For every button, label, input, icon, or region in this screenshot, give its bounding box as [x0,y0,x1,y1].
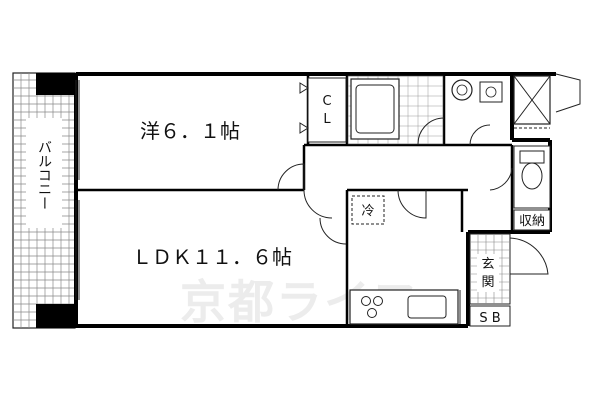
exterior-door [555,73,581,113]
inner-walls [76,74,514,326]
front-door [509,237,549,275]
stove-burner-1 [361,296,371,306]
washing-machine-icon [451,79,473,101]
entrance: 玄 関 S B [469,233,549,327]
toilet-tank [519,150,545,164]
balcony-label: バルコニー [36,140,52,210]
shoe-box-label: S B [479,311,500,326]
entrance-label-2: 関 [481,275,494,290]
bathtub-inner [355,84,395,134]
storage: 収納 [513,209,551,231]
ldk-door [303,189,333,219]
closet-label-c: C [322,94,331,109]
stove-burner-3 [367,308,377,318]
storage-label: 収納 [519,214,545,229]
closet-door-marker-lower [299,122,309,134]
washbasin [479,81,503,103]
closet-door-marker-upper [299,82,309,94]
doors [277,163,347,245]
western-room-label: 洋６．１帖 [140,119,240,143]
toilet-room [489,145,551,209]
western-room-door [277,163,305,191]
ldk-label: ＬＤＫ１１．６帖 [132,245,292,269]
balcony: バルコニー [12,72,76,329]
bathroom [347,75,445,145]
column-bottom-left [36,304,76,328]
column-top-left [36,73,76,95]
washroom-door [469,124,491,146]
shoe-box [469,305,511,327]
closet-label-l: L [323,112,331,127]
entrance-label-1: 玄 [481,257,494,272]
fridge-space [351,195,385,225]
toilet-door [489,167,513,191]
kitchen: 冷 [349,189,461,325]
bathroom-door [417,117,445,145]
windows [75,80,80,300]
closet: C L [299,77,347,143]
kitchen-door [397,189,427,219]
kitchen-sink [407,295,447,319]
pipe-space [513,73,581,129]
fridge-label: 冷 [361,204,374,219]
washroom [451,79,503,146]
toilet-bowl [521,162,543,190]
ldk-door-arc-2 [319,217,347,245]
stove-burner-2 [373,296,383,306]
